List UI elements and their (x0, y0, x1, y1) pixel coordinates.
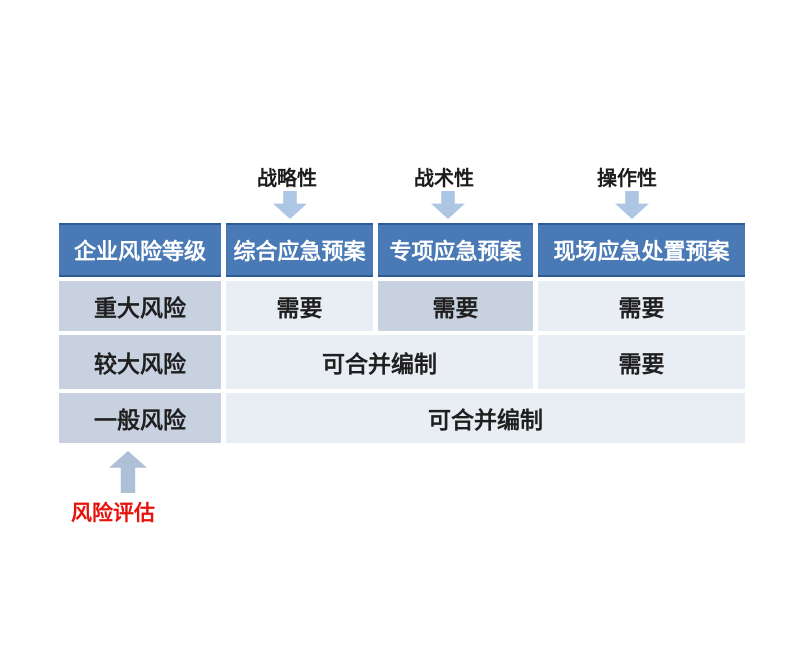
row-larger-merged-cell: 可合并编制 (226, 335, 533, 389)
row-general-merged-cell: 可合并编制 (226, 393, 745, 443)
row-major-onsite: 需要 (538, 281, 745, 331)
header-risk-level: 企业风险等级 (59, 223, 221, 277)
risk-plan-table: 企业风险等级 综合应急预案 专项应急预案 现场应急处置预案 重大风险 需要 需要… (59, 223, 745, 443)
row-major-risk-level: 重大风险 (59, 281, 221, 331)
down-arrow-icon (273, 191, 307, 219)
down-arrow-icon (615, 191, 649, 219)
row-major-comprehensive: 需要 (226, 281, 373, 331)
down-arrow-icon (431, 191, 465, 219)
row-larger-risk-level: 较大风险 (59, 335, 221, 389)
header-special-plan: 专项应急预案 (378, 223, 533, 277)
label-risk-assessment: 风险评估 (71, 500, 155, 525)
header-comprehensive-plan: 综合应急预案 (226, 223, 373, 277)
row-general-risk-level: 一般风险 (59, 393, 221, 443)
row-larger-onsite: 需要 (538, 335, 745, 389)
label-tactical: 战术性 (414, 166, 474, 190)
label-operational: 操作性 (597, 166, 657, 190)
header-onsite-plan: 现场应急处置预案 (538, 223, 745, 277)
label-strategic: 战略性 (257, 166, 317, 190)
up-arrow-icon (109, 451, 147, 493)
row-major-special: 需要 (378, 281, 533, 331)
